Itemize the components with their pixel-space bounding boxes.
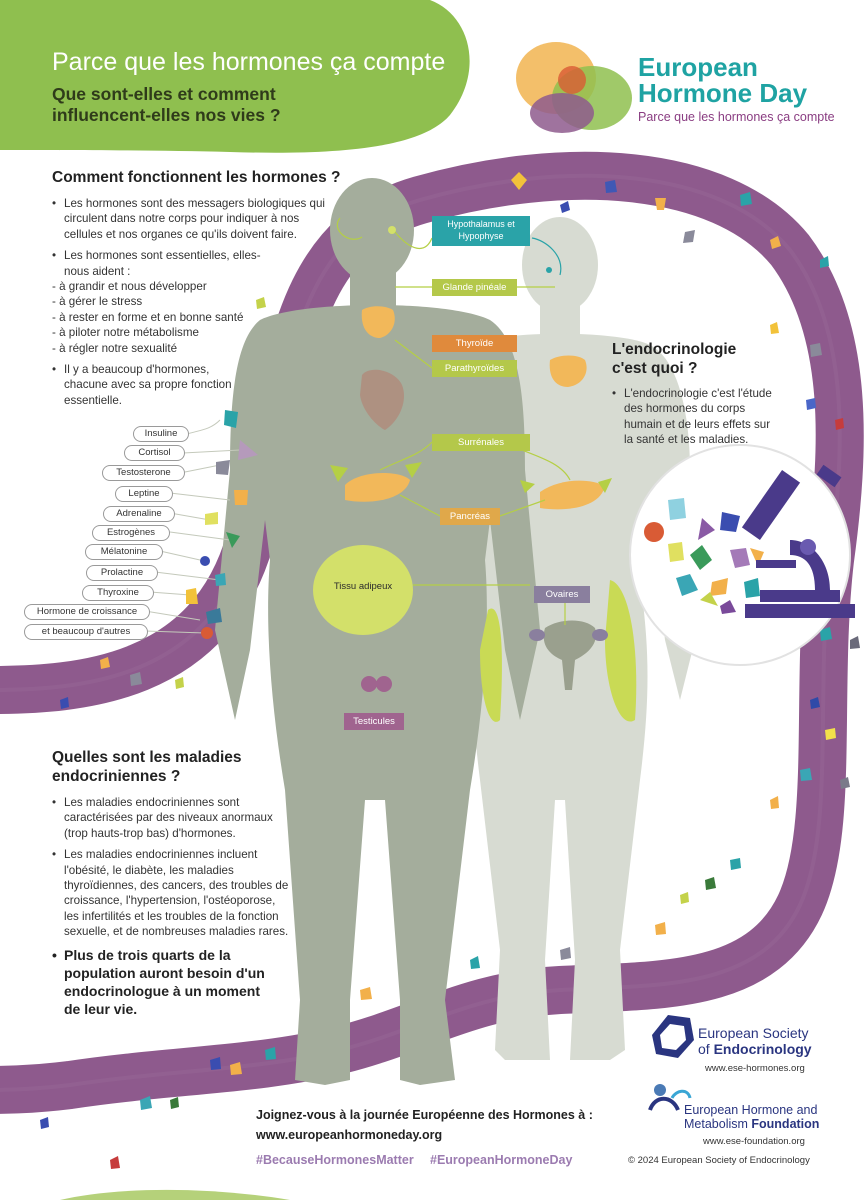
list-item: Les maladies endocriniennes sont caracté… <box>52 795 292 841</box>
organ-tag-parathyroid: Parathyroïdes <box>432 360 517 377</box>
footer-blob <box>60 1189 290 1200</box>
hormone-pill: Adrenaline <box>103 506 175 522</box>
organ-tag-pancreas: Pancréas <box>440 508 500 525</box>
foundation-line2b: Foundation <box>751 1117 820 1131</box>
section-endo: L'endocrinologie c'est quoi ? L'endocrin… <box>612 340 772 454</box>
foundation-logo-text: European Hormone and Metabolism Foundati… <box>684 1103 819 1131</box>
heart-shape <box>360 369 405 430</box>
header-blob <box>0 0 470 153</box>
ese-line2a: of <box>698 1041 714 1057</box>
list-item: Plus de trois quarts de la population au… <box>52 946 279 1018</box>
thyroid-female <box>549 355 587 387</box>
thyroid-male <box>361 306 395 338</box>
section-how-list-2: Il y a beaucoup d'hormones, chacune avec… <box>52 362 342 408</box>
adipose-tissue <box>313 545 413 635</box>
adrenal-female-left <box>520 480 535 493</box>
microscope-icon <box>741 464 855 618</box>
hormone-pill: Thyroxine <box>82 585 154 601</box>
ese-line2: of Endocrinology <box>698 1041 812 1057</box>
pancreas-female <box>540 480 605 510</box>
hormone-pill: Mélatonine <box>85 544 163 560</box>
hormone-pill: Insuline <box>133 426 189 442</box>
hormone-gems <box>186 410 258 639</box>
benefits-list: - à grandir et nous développer - à gérer… <box>52 279 342 356</box>
list-item-text: Les hormones sont essentielles, elles-no… <box>64 249 261 278</box>
page-title: Parce que les hormones ça compte <box>52 48 446 76</box>
testis-left <box>361 676 377 692</box>
list-item: Il y a beaucoup d'hormones, chacune avec… <box>52 362 244 408</box>
foundation-logo-mark <box>648 1084 692 1111</box>
logo-title: European Hormone Day <box>638 54 807 106</box>
adrenal-female-right <box>598 478 612 493</box>
list-item: - à rester en forme et en bonne santé <box>52 310 244 324</box>
adipose-female-left <box>480 608 502 722</box>
logo-mark <box>516 42 632 133</box>
pineal-dot <box>546 267 552 273</box>
ese-line1: European Society <box>698 1025 809 1041</box>
list-item: - à régler notre sexualité <box>52 341 178 355</box>
ovary-right <box>592 629 608 641</box>
hormone-pill: Prolactine <box>86 565 158 581</box>
section-how: Comment fonctionnent les hormones ? Les … <box>52 168 342 414</box>
organ-tag-pineal: Glande pinéale <box>432 279 517 296</box>
section-how-list: Les hormones sont des messagers biologiq… <box>52 196 342 279</box>
foundation-url-link[interactable]: www.ese-foundation.org <box>703 1136 805 1147</box>
pancreas-male <box>345 473 410 502</box>
ovary-left <box>529 629 545 641</box>
hormone-pill: Leptine <box>115 486 173 502</box>
foundation-line2: Metabolism Foundation <box>684 1117 819 1131</box>
foundation-line2a: Metabolism <box>684 1117 752 1131</box>
hashtag-1[interactable]: #BecauseHormonesMatter <box>256 1153 414 1167</box>
male-figure <box>215 178 540 1085</box>
hormone-pill: Testosterone <box>102 465 185 481</box>
hormone-pill: Cortisol <box>124 445 185 461</box>
section-diseases-list: Les maladies endocriniennes sont caracté… <box>52 795 292 1018</box>
organ-tag-ovaries: Ovaires <box>534 586 590 603</box>
list-item: - à piloter notre métabolisme <box>52 326 199 340</box>
footer-url-link[interactable]: www.europeanhormoneday.org <box>256 1128 443 1142</box>
uterus-shape <box>543 620 596 690</box>
hypothalamus-dot <box>388 226 396 234</box>
ese-url-link[interactable]: www.ese-hormones.org <box>705 1063 805 1074</box>
adrenal-right <box>405 462 422 478</box>
foundation-line1: European Hormone and <box>684 1103 818 1117</box>
ese-line2b: Endocrinology <box>713 1041 812 1057</box>
section-diseases: Quelles sont les maladies endocriniennes… <box>52 748 292 1024</box>
hashtag-2[interactable]: #EuropeanHormoneDay <box>430 1153 573 1167</box>
organs <box>313 226 637 722</box>
ese-logo-mark <box>652 1015 694 1058</box>
list-item: Les maladies endocriniennes incluent l'o… <box>52 847 292 939</box>
hormone-pill: Estrogènes <box>92 525 170 541</box>
ese-logo-text: European Society of Endocrinology <box>698 1025 812 1057</box>
page-subtitle: Que sont-elles et comment influencent-el… <box>52 84 281 125</box>
logo-line1: European <box>638 52 758 82</box>
testis-right <box>376 676 392 692</box>
section-endo-heading: L'endocrinologie c'est quoi ? <box>612 341 737 377</box>
organ-tag-adrenals: Surrénales <box>432 434 530 451</box>
organ-tag-hypothalamus: Hypothalamus et Hypophyse <box>432 216 530 246</box>
section-how-heading: Comment fonctionnent les hormones ? <box>52 169 341 186</box>
logo-line2: Hormone Day <box>638 78 808 108</box>
adipose-female-right <box>605 580 637 722</box>
section-diseases-heading: Quelles sont les maladies endocriniennes… <box>52 749 242 785</box>
list-item: L'endocrinologie c'est l'étude des hormo… <box>612 386 772 448</box>
hormone-pill: et beaucoup d'autres <box>24 624 148 640</box>
hormone-pill: Hormone de croissance <box>24 604 150 620</box>
adrenal-left <box>330 465 348 482</box>
section-endo-list: L'endocrinologie c'est l'étude des hormo… <box>612 386 772 448</box>
list-item: Les hormones sont des messagers biologiq… <box>52 196 329 242</box>
hormone-lines <box>144 419 241 634</box>
list-item: Les hormones sont essentielles, elles-no… <box>52 248 264 279</box>
logo-tagline: Parce que les hormones ça compte <box>638 110 835 124</box>
footer-cta: Joignez-vous à la journée Européenne des… <box>256 1108 593 1122</box>
copyright: © 2024 European Society of Endocrinology <box>628 1155 810 1166</box>
organ-tag-thyroid: Thyroïde <box>432 335 517 352</box>
list-item: - à gérer le stress <box>52 295 143 309</box>
organ-tag-testicles: Testicules <box>344 713 404 730</box>
organ-tag-adipose: Tissu adipeux <box>333 581 393 592</box>
list-item: - à grandir et nous développer <box>52 280 207 294</box>
